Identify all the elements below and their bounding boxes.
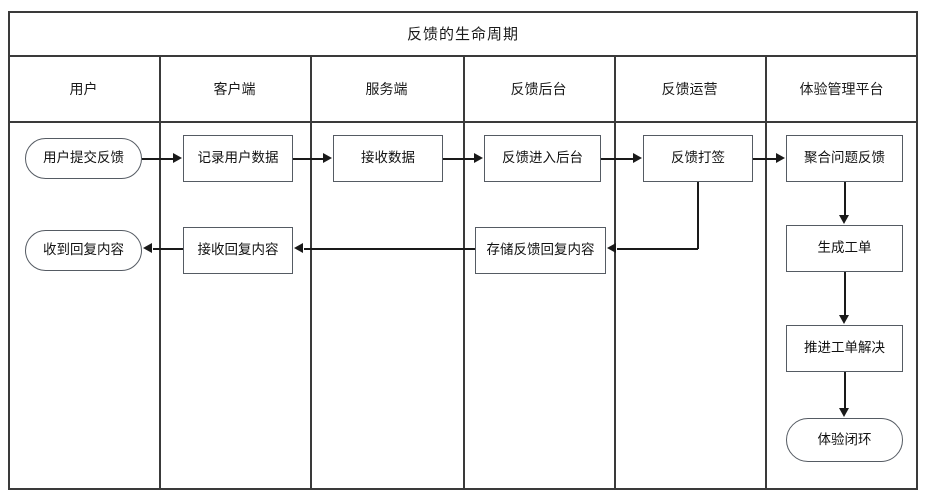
node-user-submit-feedback[interactable]: 用户提交反馈 (25, 138, 142, 179)
node-feedback-tagging[interactable]: 反馈打签 (643, 135, 753, 182)
node-generate-work-order[interactable]: 生成工单 (786, 225, 903, 272)
lane-header-platform: 体验管理平台 (799, 82, 884, 98)
lane-header-backend: 反馈后台 (510, 82, 567, 98)
node-receive-reply-content-user[interactable]: 收到回复内容 (25, 230, 142, 271)
edge-line-receive-to-backend (443, 158, 475, 160)
edge-line-tagging-to-store (617, 248, 698, 250)
edge-arrow-advance-to-closedloop (839, 408, 849, 417)
edge-line-tagging-down (697, 182, 699, 249)
edge-arrow-receive-to-backend (474, 153, 483, 163)
edge-line-order-to-advance (844, 272, 846, 316)
edge-arrow-aggregate-to-order (839, 215, 849, 224)
edge-arrow-backend-to-tagging (633, 153, 642, 163)
lane-divider-3 (463, 57, 465, 490)
edge-arrow-submit-to-record (173, 153, 182, 163)
node-store-feedback-reply[interactable]: 存储反馈回复内容 (475, 227, 606, 274)
node-experience-closed-loop[interactable]: 体验闭环 (786, 418, 903, 462)
edge-line-submit-to-record (142, 158, 174, 160)
diagram-title-row: 反馈的生命周期 (8, 11, 918, 57)
lane-divider-2 (310, 57, 312, 490)
node-receive-data[interactable]: 接收数据 (333, 135, 443, 182)
edge-arrow-order-to-advance (839, 315, 849, 324)
edge-line-aggregate-to-order (844, 182, 846, 216)
lane-divider-5 (765, 57, 767, 490)
lane-header-server: 服务端 (365, 82, 408, 98)
lane-header-user: 用户 (69, 82, 98, 98)
edge-line-advance-to-closedloop (844, 372, 846, 409)
node-client-receive-reply[interactable]: 接收回复内容 (183, 227, 293, 274)
edge-line-backend-to-tagging (601, 158, 634, 160)
edge-line-client-to-user (153, 248, 183, 250)
edge-arrow-tagging-to-aggregate (776, 153, 785, 163)
node-advance-work-order-resolution[interactable]: 推进工单解决 (786, 325, 903, 372)
lane-header-ops: 反馈运营 (661, 82, 718, 98)
node-record-user-data[interactable]: 记录用户数据 (183, 135, 293, 182)
diagram-title: 反馈的生命周期 (406, 24, 519, 43)
lane-divider-4 (614, 57, 616, 490)
lane-header-client: 客户端 (213, 82, 256, 98)
node-feedback-enters-backend[interactable]: 反馈进入后台 (484, 135, 601, 182)
edge-arrow-record-to-receive (323, 153, 332, 163)
edge-line-record-to-receive (293, 158, 324, 160)
edge-line-store-to-client (304, 248, 475, 250)
edge-arrow-client-to-user (143, 243, 152, 253)
lane-divider-1 (159, 57, 161, 490)
edge-arrow-store-to-client (294, 243, 303, 253)
edge-arrow-tagging-to-store (607, 243, 616, 253)
node-aggregate-issue-feedback[interactable]: 聚合问题反馈 (786, 135, 903, 182)
edge-line-tagging-to-aggregate (753, 158, 777, 160)
